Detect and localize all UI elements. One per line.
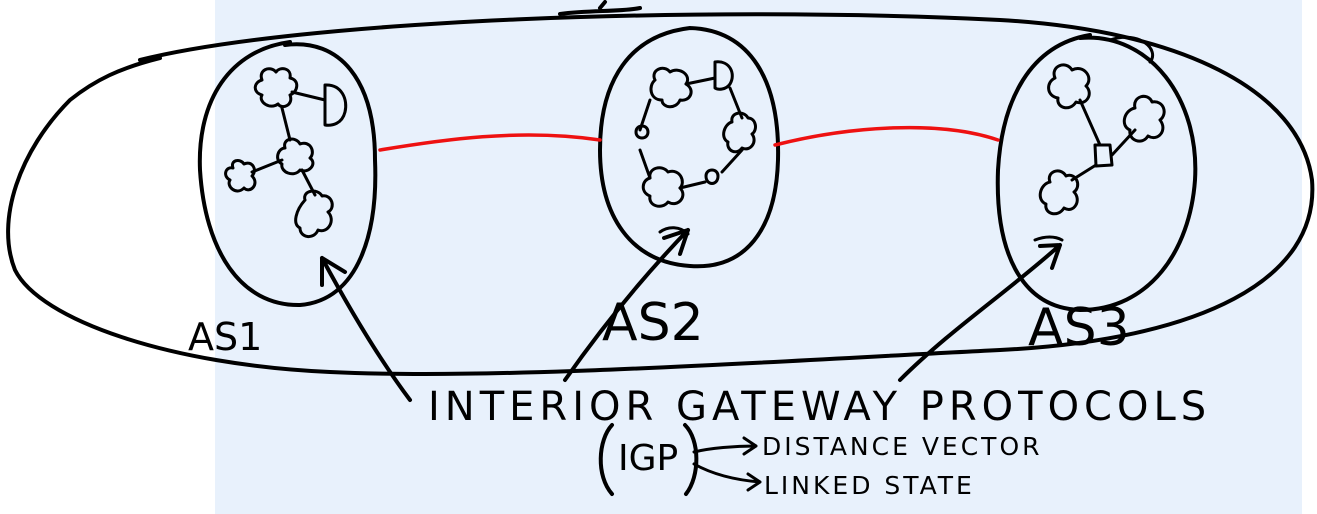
slide-background <box>215 0 1302 514</box>
igp-abbrev: IGP <box>618 438 678 479</box>
as2-label: AS2 <box>602 293 704 353</box>
type-distance-vector: DISTANCE VECTOR <box>762 432 1043 461</box>
type-linked-state: LINKED STATE <box>764 471 975 500</box>
as1-label: AS1 <box>188 315 262 359</box>
igp-caption: INTERIOR GATEWAY PROTOCOLS <box>428 384 1211 430</box>
as3-label: AS3 <box>1028 298 1130 358</box>
